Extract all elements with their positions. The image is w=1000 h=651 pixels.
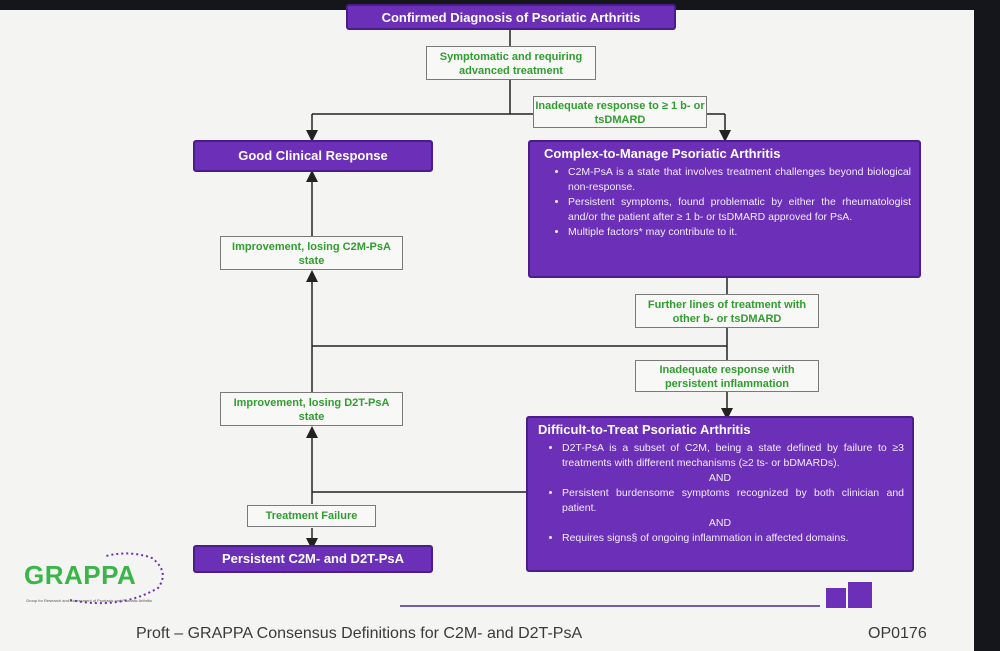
further-lines-label: Further lines of treatment with other b-… [635,294,819,328]
inadequate-inflammation-label: Inadequate response with persistent infl… [635,360,819,392]
symptomatic-label: Symptomatic and requiring advanced treat… [426,46,596,80]
footer-square-large [848,582,872,608]
confirmed-diagnosis-box: Confirmed Diagnosis of Psoriatic Arthrit… [346,4,676,30]
grappa-logo-dots-icon [69,552,164,605]
grappa-logo-subtitle: Group for Research and Assessment of Pso… [26,598,153,603]
c2m-psa-box: Complex-to-Manage Psoriatic Arthritis C2… [528,140,921,278]
c2m-bullet-list: C2M-PsA is a state that involves treatme… [530,165,919,240]
d2t-bullet: D2T-PsA is a subset of C2M, being a stat… [562,441,904,471]
d2t-and-1: AND [708,472,732,484]
c2m-bullet: Persistent symptoms, found problematic b… [568,195,911,225]
d2t-and-2: AND [708,517,732,529]
d2t-title: Difficult-to-Treat Psoriatic Arthritis [538,422,751,437]
footer-code: OP0176 [868,625,927,642]
good-clinical-response-box: Good Clinical Response [193,140,433,172]
improvement-c2m-label: Improvement, losing C2M-PsA state [220,236,403,270]
d2t-bullet-list: D2T-PsA is a subset of C2M, being a stat… [528,441,912,471]
d2t-bullet-list: Requires signs§ of ongoing inflammation … [528,531,912,546]
persistent-psa-box: Persistent C2M- and D2T-PsA [193,545,433,573]
d2t-psa-box: Difficult-to-Treat Psoriatic Arthritis D… [526,416,914,572]
c2m-bullet: C2M-PsA is a state that involves treatme… [568,165,911,195]
grappa-logo: GRAPPA [24,560,137,590]
inadequate-response-label: Inadequate response to ≥ 1 b- or tsDMARD [533,96,707,128]
d2t-bullet: Persistent burdensome symptoms recognize… [562,486,904,516]
d2t-bullet-list: Persistent burdensome symptoms recognize… [528,486,912,516]
c2m-title: Complex-to-Manage Psoriatic Arthritis [544,146,781,161]
d2t-bullet: Requires signs§ of ongoing inflammation … [562,531,904,546]
improvement-d2t-label: Improvement, losing D2T-PsA state [220,392,403,426]
treatment-failure-label: Treatment Failure [247,505,376,527]
c2m-bullet: Multiple factors* may contribute to it. [568,225,911,240]
footer-caption: Proft – GRAPPA Consensus Definitions for… [136,625,583,642]
screen-bezel-right [974,0,1000,651]
footer-square-small [826,588,846,608]
